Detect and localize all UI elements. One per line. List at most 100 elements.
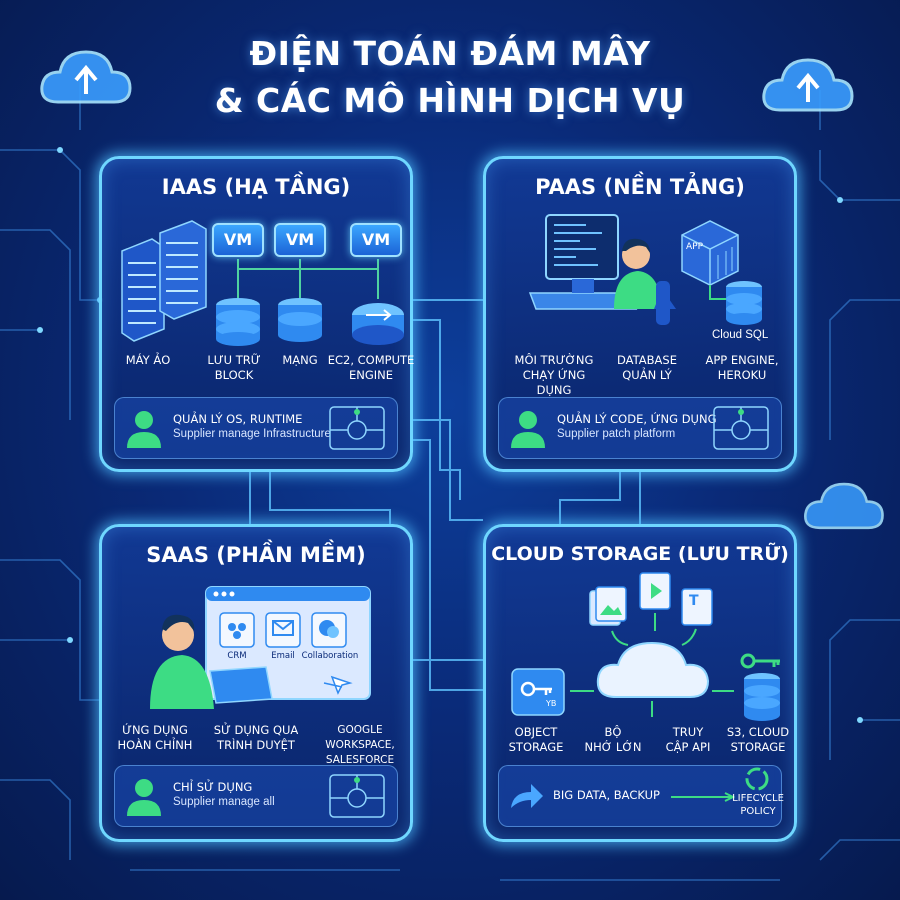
bucket-tag: YB	[546, 699, 557, 708]
paas-label-runtime: MÔI TRƯỜNG CHẠY ỨNG DỤNG	[504, 353, 604, 398]
storage-label-api: TRUY CẬP API	[648, 725, 728, 755]
label-line: ỨNG DỤNG	[122, 723, 188, 737]
server-rack-icon	[121, 220, 207, 342]
saas-illustration	[150, 586, 371, 709]
cloud-upload-icon	[762, 58, 854, 112]
circuit-icon	[329, 774, 385, 818]
text-file-icon	[681, 588, 713, 626]
label-line: BỘ	[604, 725, 622, 739]
label-line: CẬP API	[665, 740, 711, 754]
saas-label-google: GOOGLE WORKSPACE, SALESFORCE	[306, 723, 414, 768]
iaas-panel: IAAS (HẠ TẦNG)	[99, 156, 414, 472]
user-icon	[150, 614, 273, 709]
app-label: APP	[686, 242, 704, 252]
database-icon	[278, 298, 322, 342]
router-icon	[352, 303, 404, 345]
label-line: QUẢN LÝ	[622, 368, 672, 382]
footer-line-2: Supplier manage Infrastructure	[173, 428, 331, 440]
paas-footer: QUẢN LÝ CODE, ỨNG DỤNG Supplier patch pl…	[498, 397, 782, 459]
doc-letter: T	[689, 593, 699, 609]
label-line: HEROKU	[717, 368, 767, 382]
lifecycle-policy-label: LIFECYCLE POLICY	[721, 792, 795, 818]
saas-title: SAAS (PHẦN MỀM)	[146, 543, 366, 567]
label-line: SỬ DỤNG QUA	[213, 723, 299, 737]
iaas-title: IAAS (HẠ TẦNG)	[161, 175, 351, 199]
paas-illustration	[528, 214, 762, 325]
user-icon	[127, 411, 161, 448]
video-file-icon	[639, 572, 671, 610]
label-line: EC2, COMPUTE	[327, 353, 415, 367]
user-icon	[127, 779, 161, 816]
cloud-upload-icon	[40, 50, 132, 104]
label-line: MẠNG	[282, 353, 318, 367]
saas-label-browser: SỬ DỤNG QUA TRÌNH DUYỆT	[206, 723, 306, 753]
app-container-icon	[681, 220, 739, 286]
circuit-icon	[713, 406, 769, 450]
iaas-footer: QUẢN LÝ OS, RUNTIME Supplier manage Infr…	[114, 397, 398, 459]
title-line-1: ĐIỆN TOÁN ĐÁM MÂY	[249, 34, 651, 73]
label-line: SALESFORCE	[325, 754, 395, 766]
label-line: MÔI TRƯỜNG	[514, 353, 594, 367]
footer-line-1: QUẢN LÝ CODE, ỨNG DỤNG	[557, 412, 717, 426]
storage-illustration	[511, 572, 780, 721]
monitor-icon	[528, 214, 638, 310]
image-file-icon	[589, 586, 627, 626]
saas-footer: CHỈ SỬ DỤNG Supplier manage all	[114, 765, 398, 827]
footer-line-1: QUẢN LÝ OS, RUNTIME	[173, 412, 303, 426]
label-line: BLOCK	[214, 368, 254, 382]
saas-label-app: ỨNG DỤNG HOÀN CHỈNH	[108, 723, 202, 753]
label-line: GOOGLE WORKSPACE,	[325, 724, 395, 751]
label-line: CHẠY ỨNG DỤNG	[522, 368, 586, 397]
label-line: ENGINE	[348, 368, 394, 382]
database-icon	[726, 281, 762, 325]
key-icon	[511, 668, 565, 716]
arrow-icon	[671, 792, 736, 802]
storage-label-object: OBJECT STORAGE	[494, 725, 578, 755]
vm-box: VM	[212, 223, 264, 257]
paas-title: PAAS (NỀN TẢNG)	[535, 175, 745, 199]
label-line: MÁY ẢO	[125, 353, 171, 367]
title-line-2: & CÁC MÔ HÌNH DỊCH VỤ	[214, 81, 686, 120]
user-icon	[614, 238, 676, 325]
label-line: OBJECT	[514, 725, 558, 739]
label-line: POLICY	[740, 806, 776, 817]
storage-label-s3: S3, CLOUD STORAGE	[718, 725, 798, 755]
saas-panel: SAAS (PHẦN MỀM) CRM Email Collaboration …	[99, 524, 413, 842]
storage-title: CLOUD STORAGE (LƯU TRỮ)	[491, 543, 789, 565]
label-line: LIFECYCLE	[732, 793, 784, 804]
circuit-icon	[329, 406, 385, 450]
paas-label-database: DATABASE QUẢN LÝ	[602, 353, 692, 383]
key-icon	[740, 653, 780, 669]
label-line: TRUY	[672, 725, 704, 739]
iaas-label-block: LƯU TRỮ BLOCK	[194, 353, 274, 383]
paas-label-app-engine: APP ENGINE, HEROKU	[694, 353, 790, 383]
cloud-icon	[804, 482, 884, 530]
iaas-label-ec2: EC2, COMPUTE ENGINE	[324, 353, 418, 383]
vm-box: VM	[350, 223, 402, 257]
vm-box: VM	[274, 223, 326, 257]
footer-line-2: Supplier patch platform	[557, 428, 676, 440]
label-line: APP ENGINE,	[705, 353, 779, 367]
iaas-illustration	[121, 220, 404, 346]
storage-panel: CLOUD STORAGE (LƯU TRỮ)	[483, 524, 797, 842]
label-line: TRÌNH DUYỆT	[217, 738, 295, 752]
label-line: DATABASE	[617, 353, 677, 367]
storage-footer: BIG DATA, BACKUP LIFECYCLE POLICY	[498, 765, 784, 827]
arrow-icon	[511, 784, 543, 808]
user-icon	[511, 411, 545, 448]
footer-line-1: CHỈ SỬ DỤNG	[173, 780, 253, 794]
label-line: NHỚ LỚN	[584, 740, 642, 754]
app-collaboration-label: Collaboration	[301, 651, 359, 661]
label-line: LƯU TRỮ	[207, 353, 261, 367]
database-icon	[744, 673, 780, 721]
iaas-label-vm: MÁY ẢO	[108, 353, 188, 368]
label-line: S3, CLOUD	[726, 725, 790, 739]
refresh-cycle-icon	[745, 767, 769, 791]
label-line: STORAGE	[508, 740, 564, 754]
cloud-icon	[596, 641, 710, 698]
database-icon	[216, 298, 260, 346]
label-line: STORAGE	[730, 740, 786, 754]
cloud-sql-label: Cloud SQL	[712, 329, 769, 341]
page-title: ĐIỆN TOÁN ĐÁM MÂY & CÁC MÔ HÌNH DỊCH VỤ	[0, 30, 900, 124]
iaas-label-network: MẠNG	[262, 353, 338, 368]
